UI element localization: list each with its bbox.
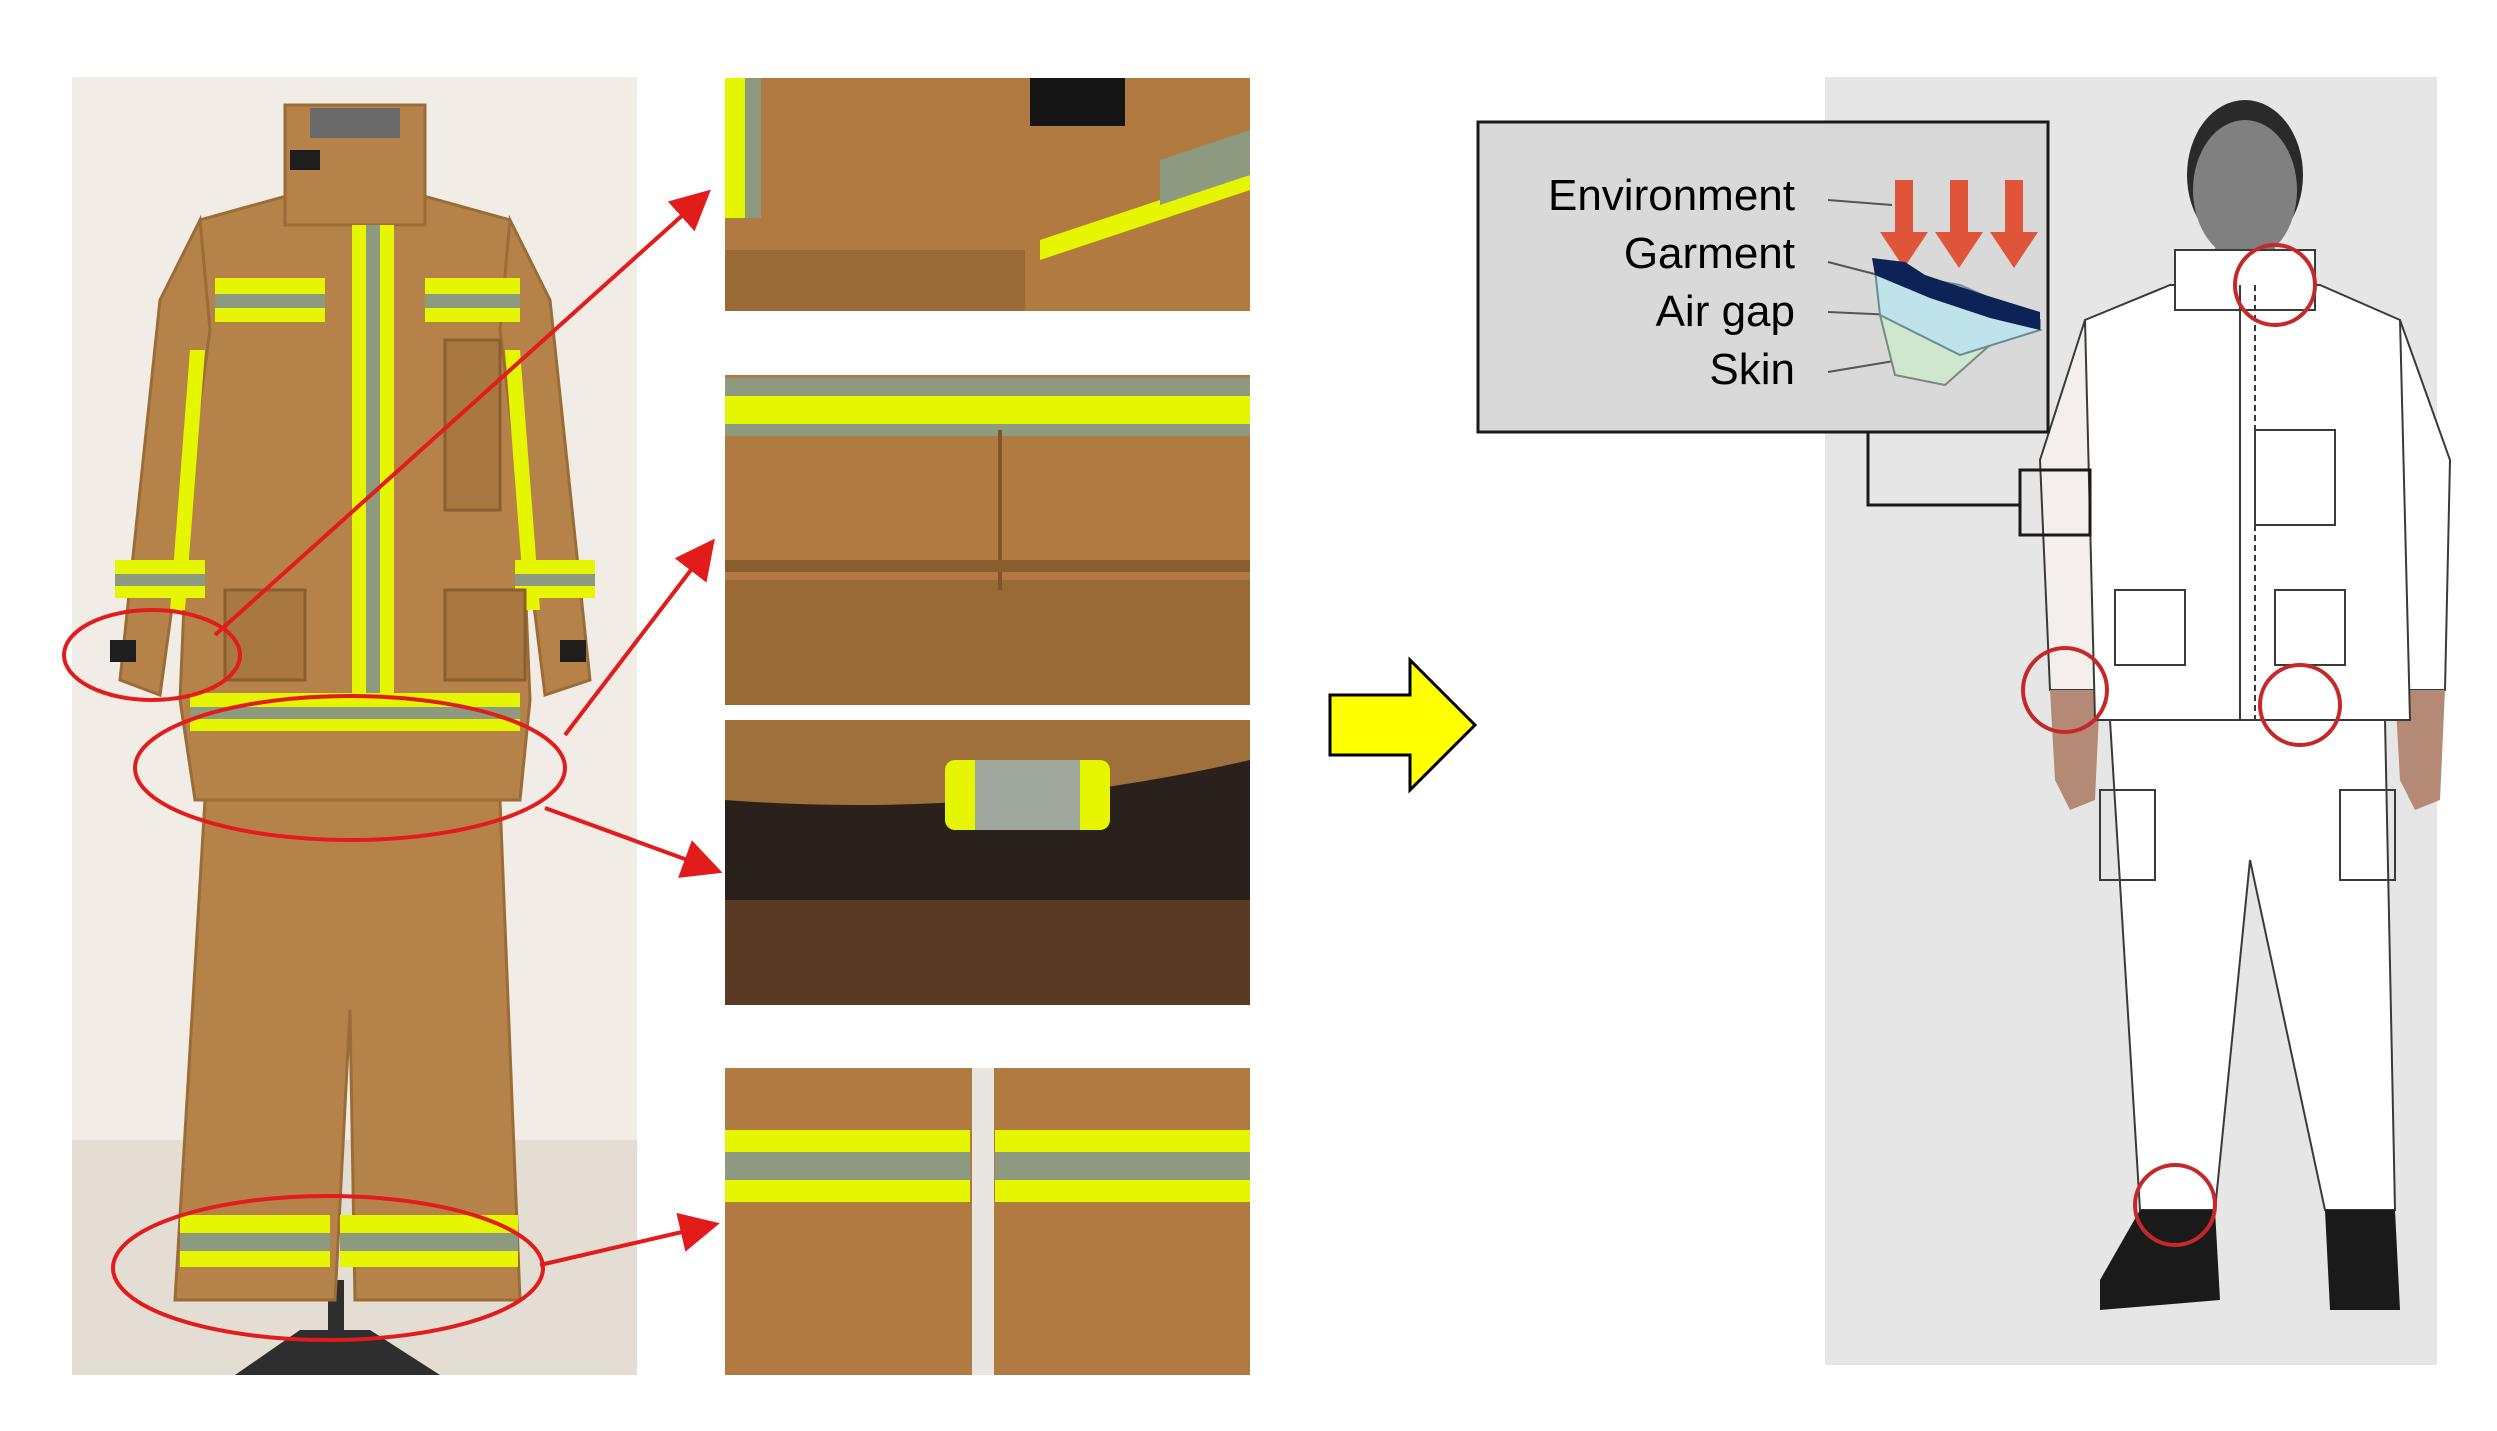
detail-connector-arrows	[213, 189, 723, 1267]
garment-layer	[1872, 258, 2040, 330]
ankle-highlight-circle	[111, 1194, 545, 1342]
detail-photo-hem-inner	[725, 720, 1250, 1005]
cuff-detail-arrow	[213, 189, 711, 637]
environment-label: Environment	[1548, 171, 1795, 220]
air-gap-label: Air gap	[1656, 287, 1795, 336]
garment-label: Garment	[1624, 229, 1795, 278]
hem-front-detail-arrow	[563, 538, 715, 737]
heat-flux-arrow-icon	[1880, 180, 2038, 268]
photo-highlight-marks	[62, 608, 567, 1342]
ankle-detail-arrow	[539, 1212, 720, 1267]
cuff-highlight-circle	[62, 608, 242, 702]
inset-region-box	[2018, 468, 2092, 537]
detail-photo-hem-front	[725, 375, 1250, 705]
process-arrow-icon	[1328, 656, 1478, 794]
anonymized-face-mask	[2193, 120, 2297, 260]
ankle-highlight-circle-model	[2133, 1163, 2217, 1247]
wrist-left-highlight-circle	[2021, 646, 2109, 734]
skin-label: Skin	[1709, 345, 1795, 394]
detail-photo-cuff	[725, 78, 1250, 311]
suit-photo	[72, 77, 637, 1375]
wrist-right-highlight-circle	[2258, 663, 2342, 747]
layer-legend-inset: Environment Garment Air gap Skin	[1476, 120, 2050, 434]
hem-highlight-circle	[133, 694, 567, 842]
hem-inner-detail-arrow	[544, 806, 723, 878]
neck-highlight-circle	[2233, 243, 2317, 327]
model-panel	[1825, 77, 2452, 1365]
detail-photo-ankle	[725, 1068, 1250, 1375]
